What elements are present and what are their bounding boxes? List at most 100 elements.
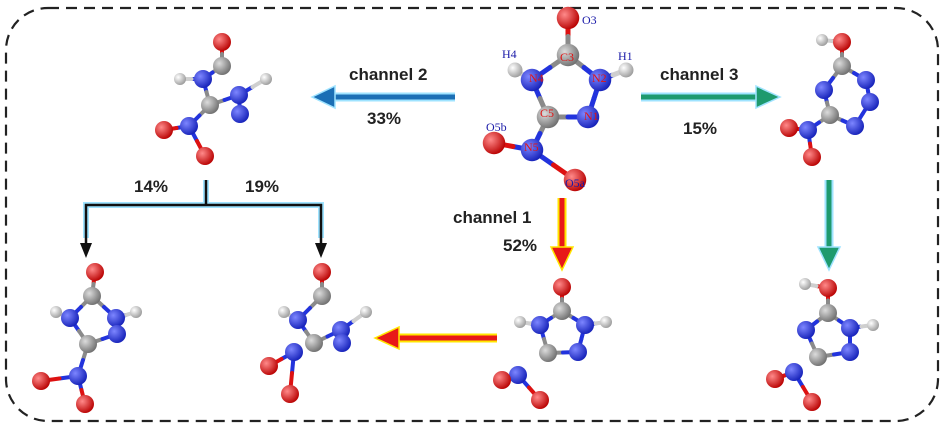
atom-label-h1: H1 — [618, 49, 633, 63]
nitrogen-atom — [846, 117, 864, 135]
nitrogen-atom — [509, 366, 527, 384]
carbon-atom — [819, 304, 837, 322]
carbon-atom — [556, 43, 580, 67]
nitrogen-atom — [108, 325, 126, 343]
nitrogen-atom — [569, 343, 587, 361]
channel1-arrow — [549, 198, 575, 272]
nitrogen-atom — [520, 138, 544, 162]
oxygen-atom — [803, 393, 821, 411]
oxygen-atom — [833, 33, 851, 51]
channel3-product-molecule — [780, 33, 879, 166]
carbon-atom — [809, 348, 827, 366]
atom-label-n5: N5 — [524, 140, 539, 154]
nitrogen-atom — [231, 105, 249, 123]
hydrogen-atom — [816, 34, 828, 46]
hydrogen-atom — [514, 316, 526, 328]
channel3-arrow — [641, 84, 782, 110]
atom-label-n4: N4 — [529, 71, 544, 85]
nitrogen-atom — [588, 68, 612, 92]
channel1-label: channel 1 — [453, 208, 531, 227]
nitrogen-atom — [797, 321, 815, 339]
nitrogen-atom — [841, 319, 859, 337]
branch-left-percent: 14% — [134, 177, 168, 196]
hydrogen-atom — [600, 316, 612, 328]
carbon-atom — [201, 96, 219, 114]
nitrogen-atom — [520, 68, 544, 92]
carbon-atom — [313, 287, 331, 305]
branch-right-product-molecule — [260, 263, 372, 403]
hydrogen-atom — [360, 306, 372, 318]
carbon-atom — [79, 335, 97, 353]
nitrogen-atom — [576, 105, 600, 129]
channel3-down-arrow — [816, 180, 842, 272]
hydrogen-atom — [618, 62, 634, 78]
hydrogen-atom — [799, 278, 811, 290]
nitrogen-atom — [332, 321, 350, 339]
nitrogen-atom — [69, 367, 87, 385]
oxygen-atom — [196, 147, 214, 165]
carbon-atom — [83, 287, 101, 305]
hydrogen-atom — [174, 73, 186, 85]
oxygen-atom — [556, 6, 580, 30]
hydrogen-atom — [50, 306, 62, 318]
branch-left-product-molecule — [32, 263, 142, 413]
oxygen-atom — [553, 278, 571, 296]
carbon-atom — [821, 106, 839, 124]
channel2-arrow — [310, 84, 455, 110]
reactant-molecule — [482, 6, 634, 192]
nitrogen-atom — [857, 71, 875, 89]
nitrogen-atom — [333, 334, 351, 352]
branch-right-percent: 19% — [245, 177, 279, 196]
carbon-atom — [553, 302, 571, 320]
nitrogen-atom — [289, 311, 307, 329]
nitrogen-atom — [861, 93, 879, 111]
carbon-atom — [536, 105, 560, 129]
channel2-label: channel 2 — [349, 65, 427, 84]
oxygen-atom — [281, 385, 299, 403]
nitrogen-atom — [61, 309, 79, 327]
hydrogen-atom — [260, 73, 272, 85]
channel3-final-product-molecule — [766, 278, 879, 411]
nitrogen-atom — [799, 121, 817, 139]
oxygen-atom — [86, 263, 104, 281]
oxygen-atom — [32, 372, 50, 390]
carbon-atom — [833, 57, 851, 75]
atom-label-n1: N1 — [584, 109, 599, 123]
atom-label-o3: O3 — [582, 13, 597, 27]
atom-label-c5: C5 — [540, 106, 554, 120]
nitrogen-atom — [531, 316, 549, 334]
oxygen-atom — [531, 391, 549, 409]
oxygen-atom — [155, 121, 173, 139]
channel1-product-molecule — [493, 278, 612, 409]
hydrogen-atom — [867, 319, 879, 331]
atom-label-o5a: O5a — [565, 176, 586, 190]
hydrogen-atom — [130, 306, 142, 318]
carbon-atom — [305, 334, 323, 352]
atom-label-h4: H4 — [502, 47, 517, 61]
nitrogen-atom — [815, 81, 833, 99]
oxygen-atom — [563, 168, 587, 192]
atom-label-c3: C3 — [560, 50, 574, 64]
nitrogen-atom — [785, 363, 803, 381]
oxygen-atom — [213, 33, 231, 51]
nitrogen-atom — [180, 117, 198, 135]
channel2-product-molecule — [155, 33, 272, 165]
nitrogen-atom — [841, 343, 859, 361]
nitrogen-atom — [576, 316, 594, 334]
hydrogen-atom — [507, 62, 523, 78]
channel2-percent: 33% — [367, 109, 401, 128]
hydrogen-atom — [278, 306, 290, 318]
nitrogen-atom — [194, 70, 212, 88]
channel3-label: channel 3 — [660, 65, 738, 84]
oxygen-atom — [819, 279, 837, 297]
dashed-frame — [4, 6, 940, 423]
atom-label-n2: N2 — [592, 71, 607, 85]
channel1-to-left-arrow — [373, 325, 497, 351]
channel3-percent: 15% — [683, 119, 717, 138]
oxygen-atom — [260, 357, 278, 375]
reactant-atom-labels: O3 H4 H1 C3 N4 N2 C5 N1 O5b N5 O5a — [486, 13, 633, 190]
channel1-percent: 52% — [503, 236, 537, 255]
atom-label-o5b: O5b — [486, 120, 507, 134]
oxygen-atom — [482, 131, 506, 155]
oxygen-atom — [766, 370, 784, 388]
